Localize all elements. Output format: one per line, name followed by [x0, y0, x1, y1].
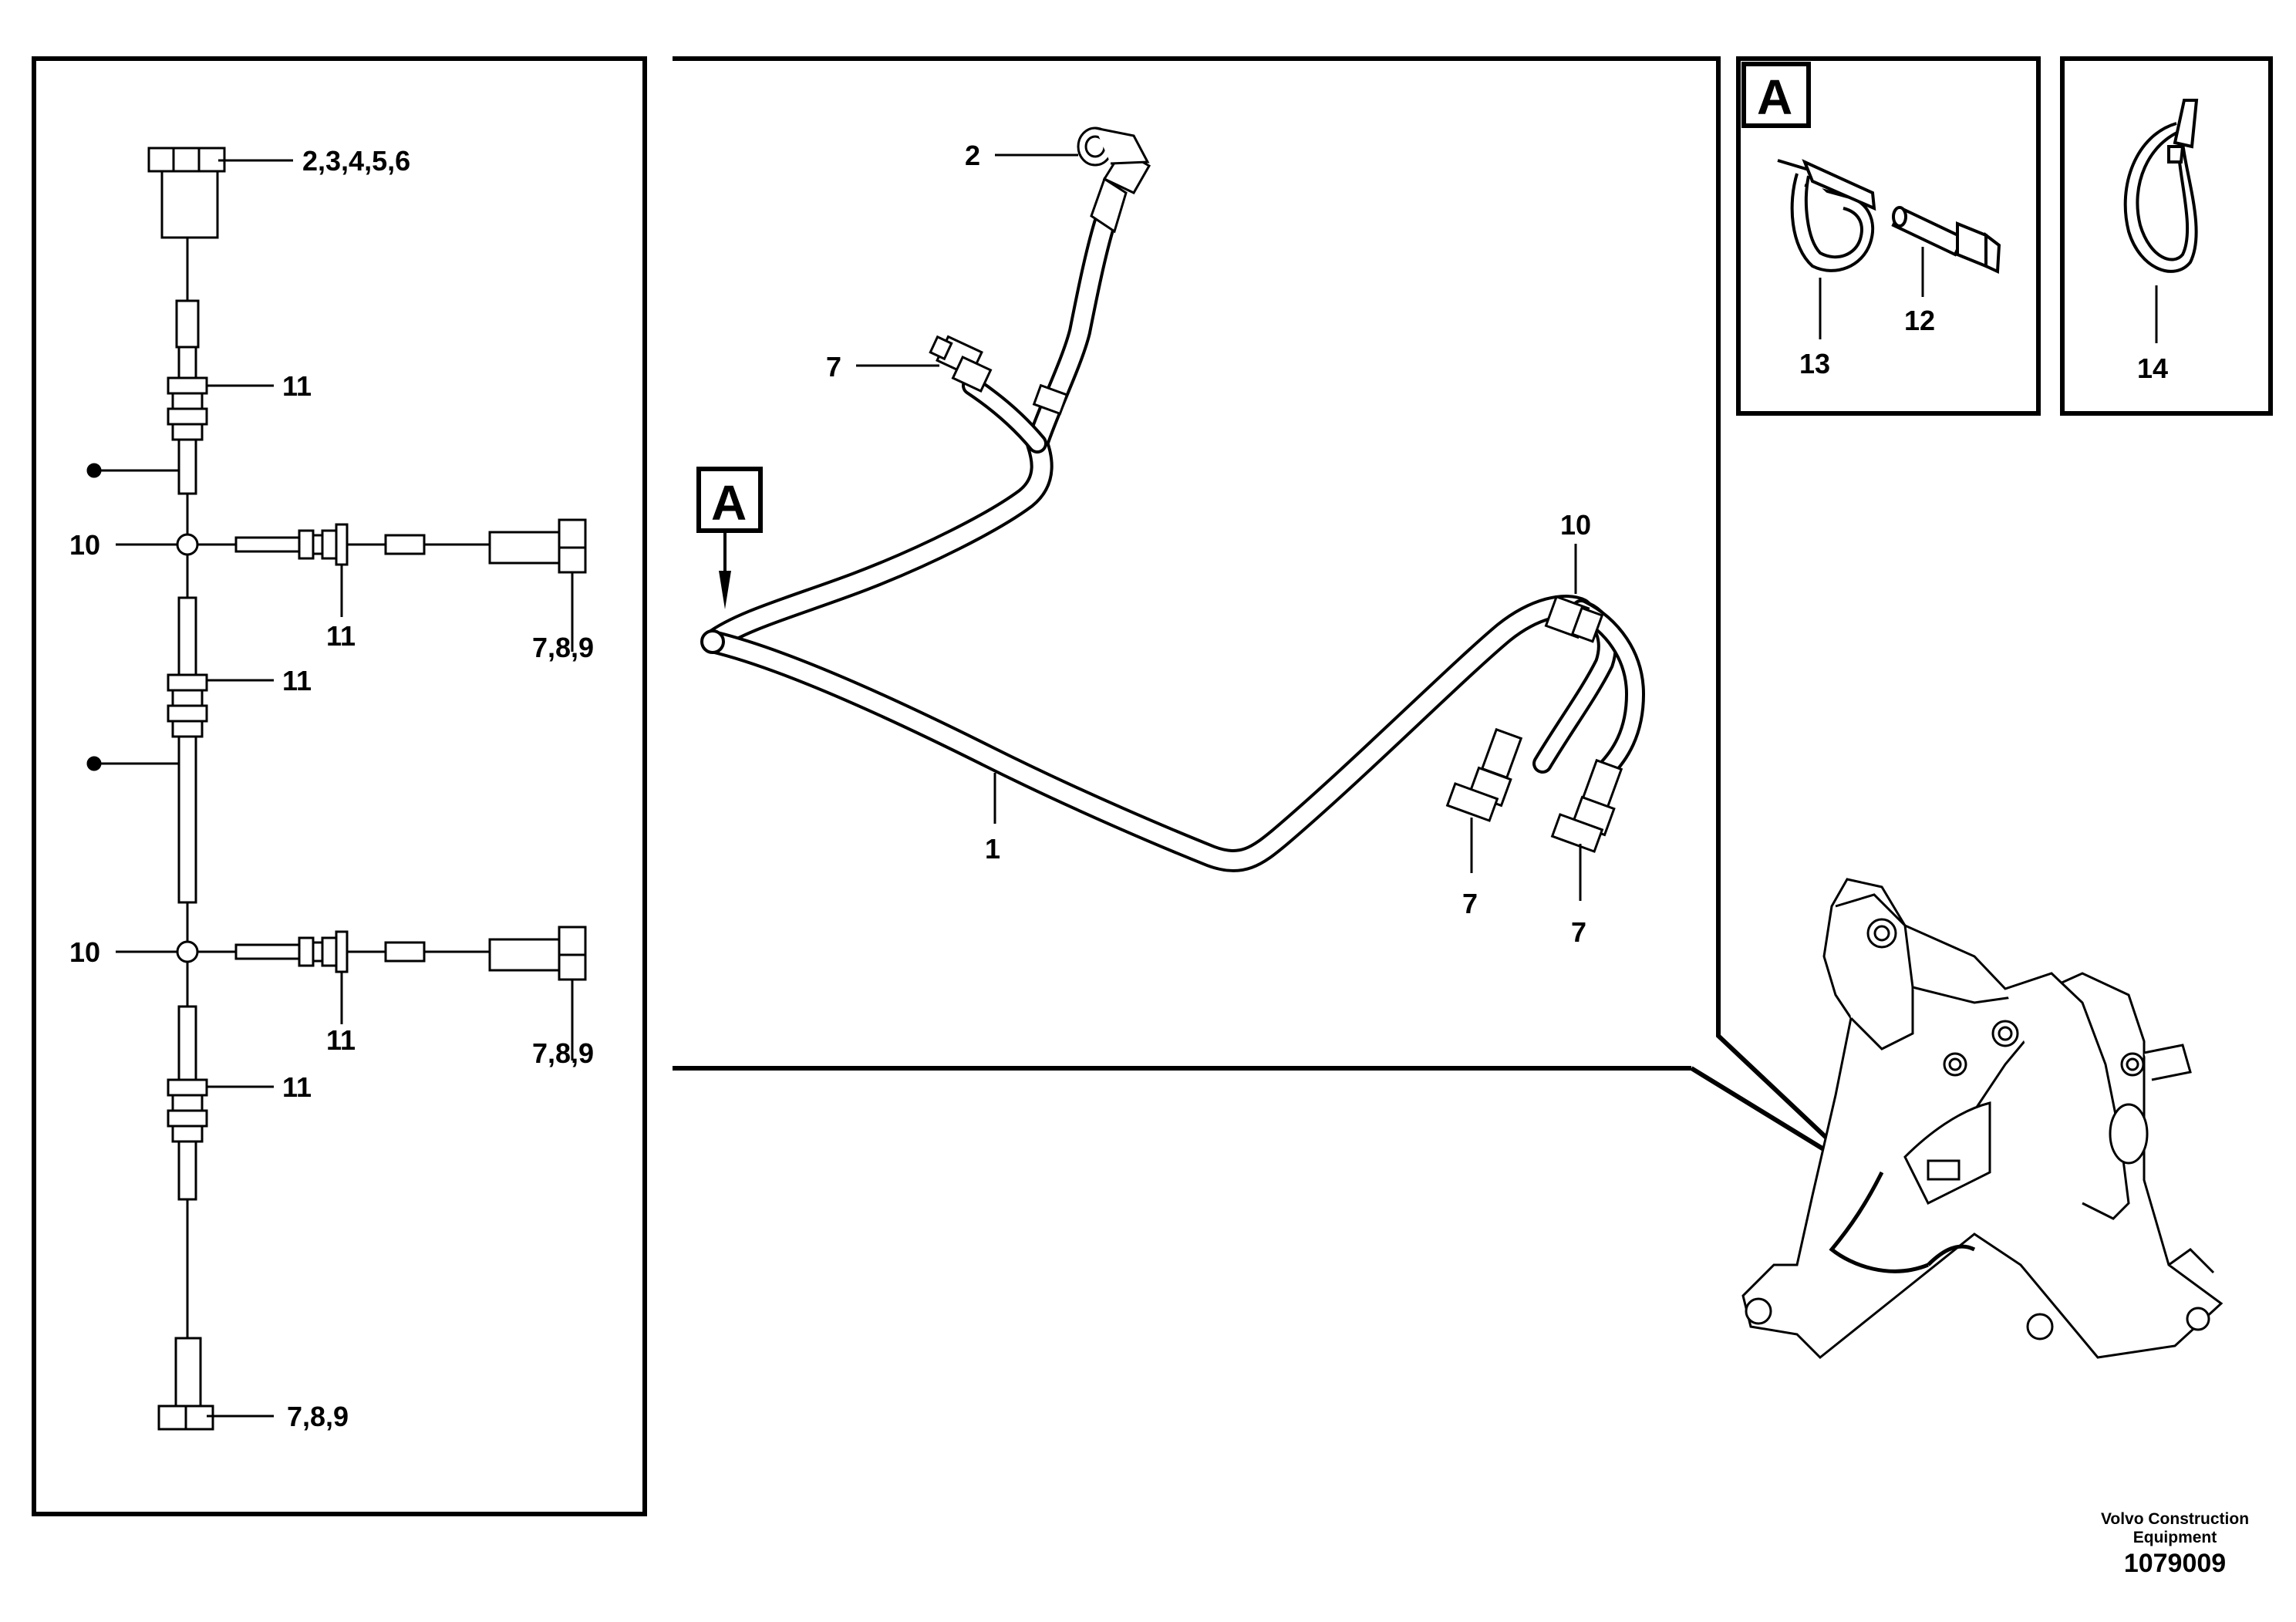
- harness-cable: [700, 212, 1645, 872]
- label-7-lower-right: 7: [1571, 916, 1586, 948]
- label-2: 2: [965, 140, 980, 171]
- harness-panel: A 2 7 1 10 7 7: [673, 56, 1869, 1178]
- cable-tie-14-icon: [2123, 99, 2199, 273]
- drawing-number: 1079009: [2123, 1549, 2227, 1578]
- label-13: 13: [1799, 348, 1830, 379]
- cable-tie-panel: 14: [2060, 56, 2273, 416]
- label-14: 14: [2137, 352, 2168, 384]
- connector-7-upper-icon: [929, 335, 993, 393]
- label-11-a: 11: [282, 370, 312, 402]
- detail-a-panel-label: A: [1757, 69, 1792, 125]
- company-name-line2: Equipment: [2132, 1529, 2217, 1546]
- label-7-lower-left: 7: [1462, 888, 1478, 919]
- detail-a-leaders: [1819, 247, 1924, 339]
- label-1: 1: [985, 833, 1000, 865]
- label-2-3-4-5-6: 2,3,4,5,6: [302, 145, 410, 177]
- label-10-b: 10: [69, 936, 100, 968]
- label-11-c: 11: [282, 665, 312, 696]
- upper-branch: [197, 518, 587, 574]
- clamp-13-icon: [1777, 159, 1876, 272]
- ground-leads: [86, 463, 179, 771]
- connector-7-lower-left-icon: [1445, 727, 1523, 822]
- company-name-line1: Volvo Construction: [2100, 1510, 2250, 1528]
- label-7-8-9-c: 7,8,9: [287, 1401, 349, 1432]
- label-7-8-9-b: 7,8,9: [532, 1037, 594, 1069]
- label-7-8-9-a: 7,8,9: [532, 632, 594, 663]
- detail-a-marker: A: [696, 467, 763, 609]
- top-connector-icon: [147, 147, 226, 239]
- detail-a-label: A: [711, 475, 747, 531]
- clip-10-icon: [1544, 595, 1604, 643]
- label-12: 12: [1904, 305, 1935, 336]
- schematic-panel: 2,3,4,5,6: [32, 56, 647, 1516]
- label-7-upper: 7: [826, 351, 841, 383]
- label-10-a: 10: [69, 529, 100, 561]
- junction-sleeve-icon: [1032, 383, 1069, 416]
- label-11-e: 11: [282, 1071, 312, 1103]
- label-11-b: 11: [326, 620, 356, 652]
- detail-a-panel: A 13 12: [1736, 56, 2041, 416]
- main-harness-trunk: [157, 238, 214, 1431]
- connector-2-icon: [1077, 126, 1151, 234]
- leader-lines: [207, 384, 274, 1418]
- lower-branch: [197, 926, 587, 981]
- label-11-d: 11: [326, 1024, 356, 1056]
- label-10-harness: 10: [1560, 509, 1591, 541]
- connector-7-lower-right-icon: [1550, 758, 1623, 853]
- harness-leader-lines: [856, 153, 1582, 901]
- machine-frame-illustration: [1741, 878, 2224, 1360]
- bolt-12-icon: [1891, 206, 2001, 275]
